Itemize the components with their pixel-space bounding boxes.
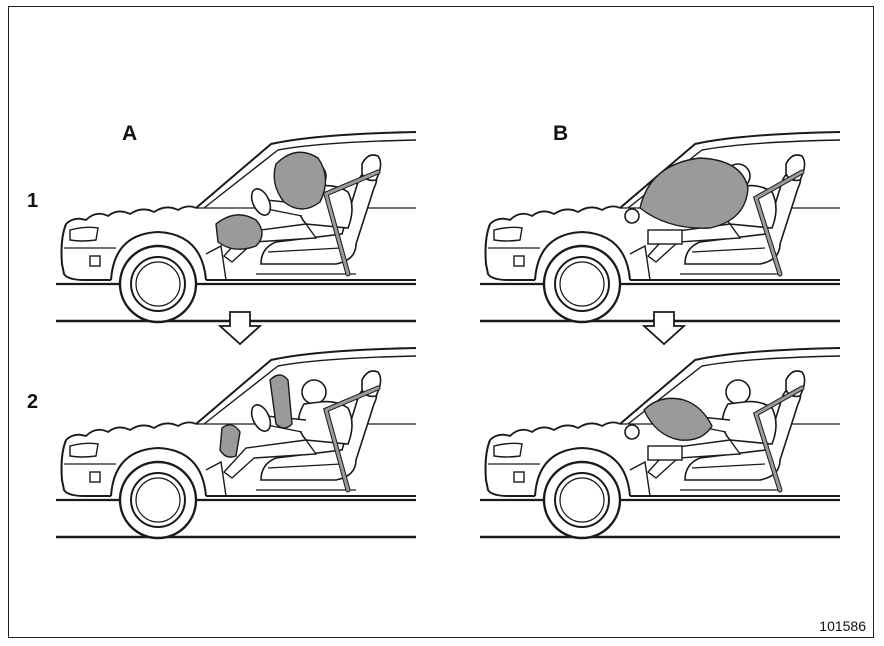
down-arrow-icon <box>643 311 685 345</box>
airbag-icon <box>215 214 263 250</box>
airbag-icon <box>273 151 327 210</box>
figure-id: 101586 <box>819 618 866 634</box>
airbag-icon <box>219 424 241 458</box>
airbag-icon <box>269 374 293 429</box>
panel-b1 <box>478 130 842 324</box>
down-arrow-icon <box>219 311 261 345</box>
column-label-b: B <box>553 122 569 145</box>
airbag-icon <box>643 397 713 441</box>
row-label-1: 1 <box>27 190 39 212</box>
panel-b2 <box>478 346 842 540</box>
column-label-a: A <box>122 122 138 145</box>
airbag-icon <box>639 157 749 229</box>
row-label-2: 2 <box>27 391 39 413</box>
panel-a1 <box>54 130 418 324</box>
panel-a2 <box>54 346 418 540</box>
